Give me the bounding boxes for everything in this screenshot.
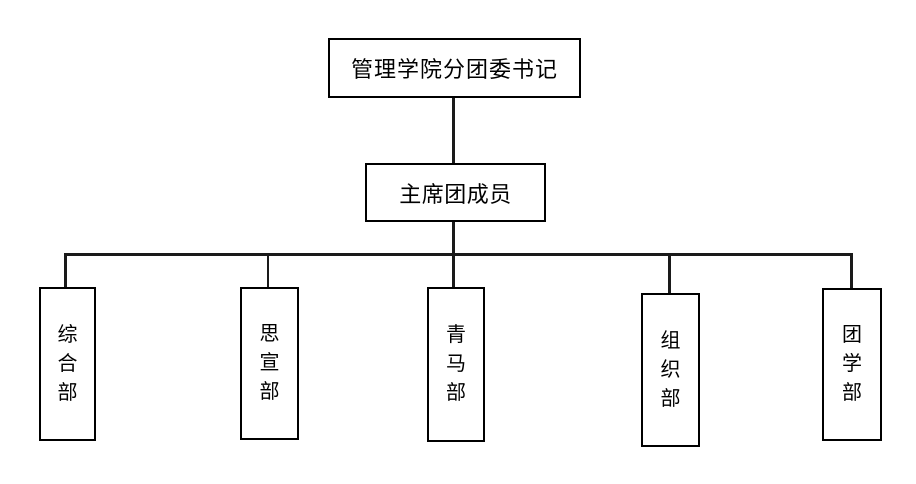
org-node-dept-label: 思宣部: [259, 323, 280, 403]
connector-drop-dept-2: [267, 253, 269, 287]
org-node-dept-label: 综合部: [57, 323, 78, 404]
org-node-dept-sixuan: 思宣部: [240, 287, 299, 440]
org-node-dept-zonghe: 综合部: [39, 287, 96, 441]
org-node-dept-qingma: 青马部: [427, 287, 485, 442]
connector-drop-dept-5: [850, 253, 853, 288]
connector-drop-dept-4: [668, 253, 671, 293]
connector-root-to-presidium: [452, 98, 455, 163]
org-node-dept-zuzhi: 组织部: [641, 293, 700, 447]
org-node-root-label: 管理学院分团委书记: [350, 57, 558, 82]
org-node-dept-label: 组织部: [660, 329, 681, 410]
org-node-root: 管理学院分团委书记: [328, 38, 581, 98]
org-node-presidium: 主席团成员: [365, 163, 546, 222]
org-node-dept-tuanxue: 团学部: [822, 288, 882, 441]
org-node-presidium-label: 主席团成员: [399, 181, 512, 207]
org-node-dept-label: 团学部: [842, 324, 862, 404]
org-node-dept-label: 青马部: [446, 324, 466, 404]
connector-horizontal-bus: [64, 253, 853, 256]
connector-drop-dept-1: [64, 253, 67, 287]
